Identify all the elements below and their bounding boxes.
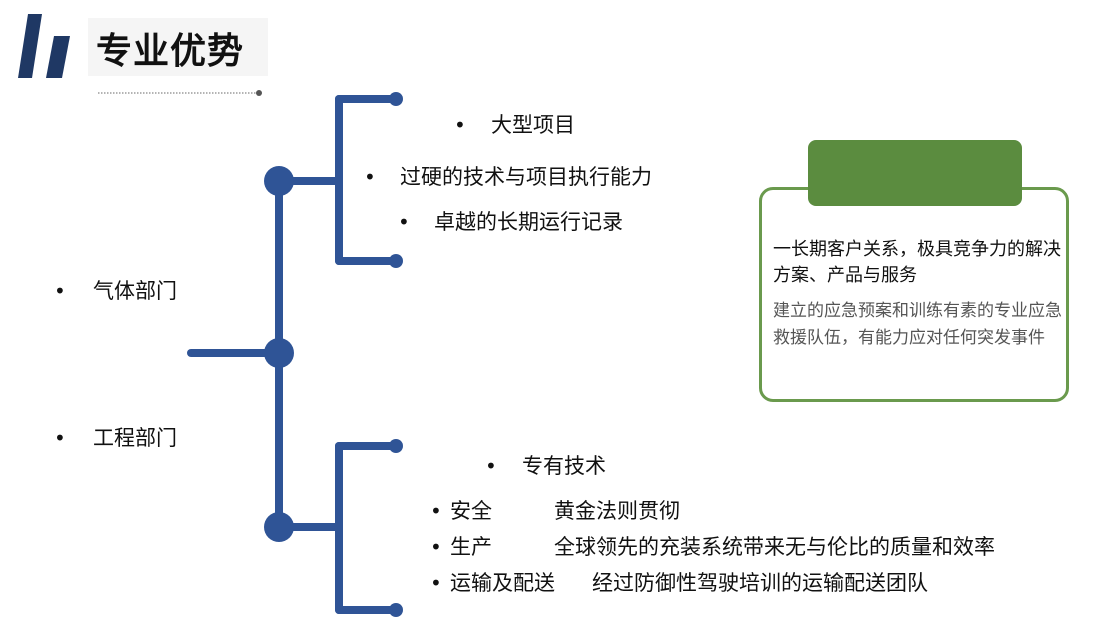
title-background [88,18,268,76]
department-engineering: 工程部门 [93,426,177,450]
page-title: 专业优势 [96,31,245,72]
node-lower [264,512,294,542]
engineering-point-proprietary-tech: 专有技术 [522,454,606,478]
row-label-safety: 安全 [450,499,492,523]
node-upper [264,166,294,196]
row-label-distribution: 运输及配送 [450,571,555,595]
bullet: • [364,165,376,189]
department-gas: 气体部门 [93,279,177,303]
bullet: • [398,210,410,234]
bullet: • [430,535,442,559]
row-desc-production: 全球领先的充装系统带来无与伦比的质量和效率 [554,535,995,559]
gas-point-track-record: 卓越的长期运行记录 [434,210,623,234]
bullet: • [454,113,466,137]
row-desc-safety: 黄金法则贯彻 [554,499,680,523]
bullet-gas: • [54,279,66,303]
bullet: • [430,571,442,595]
card-header [808,140,1022,206]
card-secondary-text: 建立的应急预案和训练有素的专业应急救援队伍，有能力应对任何突发事件 [773,301,1062,348]
node-middle [264,338,294,368]
title-underline [98,90,262,96]
logo-icon [18,14,70,78]
card-primary-text: 一长期客户关系，极具竞争力的解决方案、产品与服务 [773,239,1061,286]
bullet-engineering: • [54,426,66,450]
gas-point-execution: 过硬的技术与项目执行能力 [400,165,652,189]
row-desc-distribution: 经过防御性驾驶培训的运输配送团队 [592,571,928,595]
advantage-card [759,187,1069,402]
gas-point-large-projects: 大型项目 [491,113,575,137]
bullet: • [485,454,497,478]
row-label-production: 生产 [450,535,492,559]
bullet: • [430,499,442,523]
